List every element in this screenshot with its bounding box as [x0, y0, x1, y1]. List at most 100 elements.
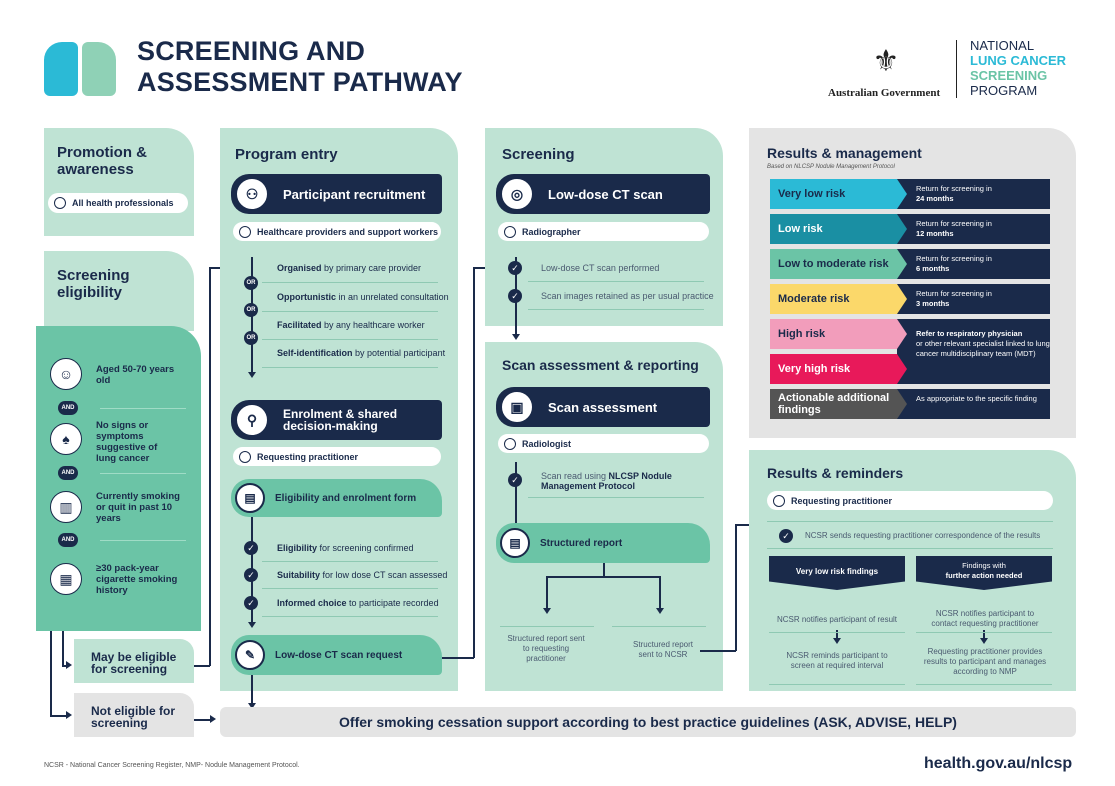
report-out-practitioner: Structured report sent to requesting pra…: [507, 634, 585, 663]
or-badge: OR: [244, 331, 258, 345]
program-entry-title: Program entry: [235, 146, 338, 163]
risk-label: Moderate risk: [770, 284, 897, 314]
magnifier-icon: ⚲: [235, 403, 269, 437]
elig-smoking: Currently smoking or quit in past 10 yea…: [96, 491, 180, 524]
people-icon: [504, 225, 516, 238]
not-eligible-label: Not eligible for screening: [91, 704, 175, 730]
ct-scan-bar: ◎Low-dose CT scan: [496, 174, 710, 214]
risk-arrow: [897, 284, 907, 314]
risk-label: Low to moderate risk: [770, 249, 897, 279]
may-eligible-box: [74, 639, 194, 683]
group-icon: ⚇: [235, 177, 269, 211]
check-icon: ✓: [244, 568, 258, 582]
coat-of-arms-icon: ⚜: [872, 45, 900, 78]
risk-label: Very low risk: [770, 179, 897, 209]
eligibility-panel: [44, 251, 194, 331]
form-icon: ▤: [235, 483, 265, 513]
results-title: Results & management: [767, 145, 922, 161]
entry-check: Informed choice to participate recorded: [277, 598, 439, 608]
entry-check: Eligibility for screening confirmed: [277, 543, 414, 553]
radiologist-pill: Radiologist: [498, 434, 709, 453]
further-action-box: [916, 556, 1052, 590]
ncsr-reminds: NCSR reminds participant to screen at re…: [786, 651, 888, 670]
scan-assessment-bar: ▣Scan assessment: [496, 387, 710, 427]
ct-request-bar: ✎Low-dose CT scan request: [231, 635, 442, 675]
people-icon: [54, 197, 66, 209]
elig-age: Aged 50-70 years old: [96, 364, 175, 386]
risk-arrow: [897, 319, 907, 349]
and-badge: AND: [58, 401, 78, 415]
check-icon: ✓: [244, 596, 258, 610]
promotion-panel: [44, 128, 194, 236]
assessment-title: Scan assessment & reporting: [502, 357, 699, 373]
entry-option: Facilitated by any healthcare worker: [277, 320, 425, 330]
cigarette-pack-icon: ▥: [50, 491, 82, 523]
lungs-icon: ♠: [50, 423, 82, 455]
entry-option: Organised by primary care provider: [277, 263, 422, 273]
eligibility-title: Screening eligibility: [57, 267, 130, 301]
risk-action: As appropriate to the specific finding: [897, 389, 1050, 419]
offer-bar: [220, 707, 1076, 737]
promotion-title: Promotion & awareness: [57, 144, 147, 178]
risk-label: Low risk: [770, 214, 897, 244]
very-low-findings-label: Very low risk findings: [795, 567, 879, 576]
entry-option: Self-identification by potential partici…: [277, 348, 446, 358]
footnote: NCSR - National Cancer Screening Registe…: [44, 762, 300, 769]
screening-step: Low-dose CT scan performed: [541, 263, 660, 273]
enrol-pill: Requesting practitioner: [233, 447, 441, 466]
participant-recruitment-bar: ⚇Participant recruitment: [231, 174, 442, 214]
check-icon: ✓: [508, 261, 522, 275]
program-logo: NATIONAL LUNG CANCER SCREENING PROGRAM: [970, 38, 1067, 98]
and-badge: AND: [58, 466, 78, 480]
website-link[interactable]: health.gov.au/nlcsp: [924, 755, 1073, 772]
recruit-pill: Healthcare providers and support workers: [233, 222, 441, 241]
ncsr-notifies: NCSR notifies participant of result: [776, 615, 898, 624]
screening-title: Screening: [502, 146, 575, 163]
enrolment-form-bar: ▤Eligibility and enrolment form: [231, 479, 442, 517]
results-sub: Based on NLCSP Nodule Management Protoco…: [767, 164, 895, 170]
entry-option: Opportunistic in an unrelated consultati…: [277, 292, 449, 302]
screening-step: Scan images retained as per usual practi…: [541, 291, 714, 301]
elig-pack-year: ≥30 pack-year cigarette smoking history: [96, 563, 178, 596]
may-eligible-label: May be eligible for screening: [91, 650, 177, 676]
very-low-findings-box: [769, 556, 905, 590]
risk-arrow: [897, 214, 907, 244]
risk-arrow: [897, 249, 907, 279]
scan-read: Scan read using NLCSP Nodule Management …: [541, 471, 672, 491]
risk-arrow: [897, 354, 907, 384]
offer-text: Offer smoking cessation support accordin…: [339, 714, 957, 730]
or-badge: OR: [244, 276, 258, 290]
practitioner-provides: Requesting practitioner provides results…: [923, 647, 1047, 676]
risk-arrow: [897, 389, 907, 419]
enrolment-bar: ⚲Enrolment & shared decision-making: [231, 400, 442, 440]
report-out-ncsr: Structured report sent to NCSR: [632, 640, 694, 659]
risk-label: Very high risk: [770, 354, 897, 384]
people-icon: [773, 494, 785, 507]
and-badge: AND: [58, 533, 78, 547]
request-icon: ✎: [235, 640, 265, 670]
gov-name: Australian Government: [828, 87, 941, 99]
entry-check: Suitability for low dose CT scan assesse…: [277, 570, 448, 580]
people-icon: [504, 437, 516, 450]
lungs-logo-icon: [44, 42, 116, 96]
reminders-pill: Requesting practitioner: [767, 491, 1053, 510]
couple-icon: ☺: [50, 358, 82, 390]
elig-symptoms: No signs or symptoms suggestive of lung …: [96, 420, 158, 464]
check-icon: ✓: [244, 541, 258, 555]
promotion-pill: All health professionals: [48, 193, 188, 213]
ct-scanner-icon: ◎: [500, 177, 534, 211]
report-icon: ▤: [500, 528, 530, 558]
risk-label: Actionable additional findings: [770, 389, 897, 419]
people-icon: [239, 225, 251, 238]
check-icon: ✓: [508, 289, 522, 303]
ncsr-sends: NCSR sends requesting practitioner corre…: [805, 531, 1041, 540]
ncsr-notifies-contact: NCSR notifies participant to contact req…: [931, 609, 1039, 628]
or-badge: OR: [244, 303, 258, 317]
calendar-icon: ▦: [50, 563, 82, 595]
